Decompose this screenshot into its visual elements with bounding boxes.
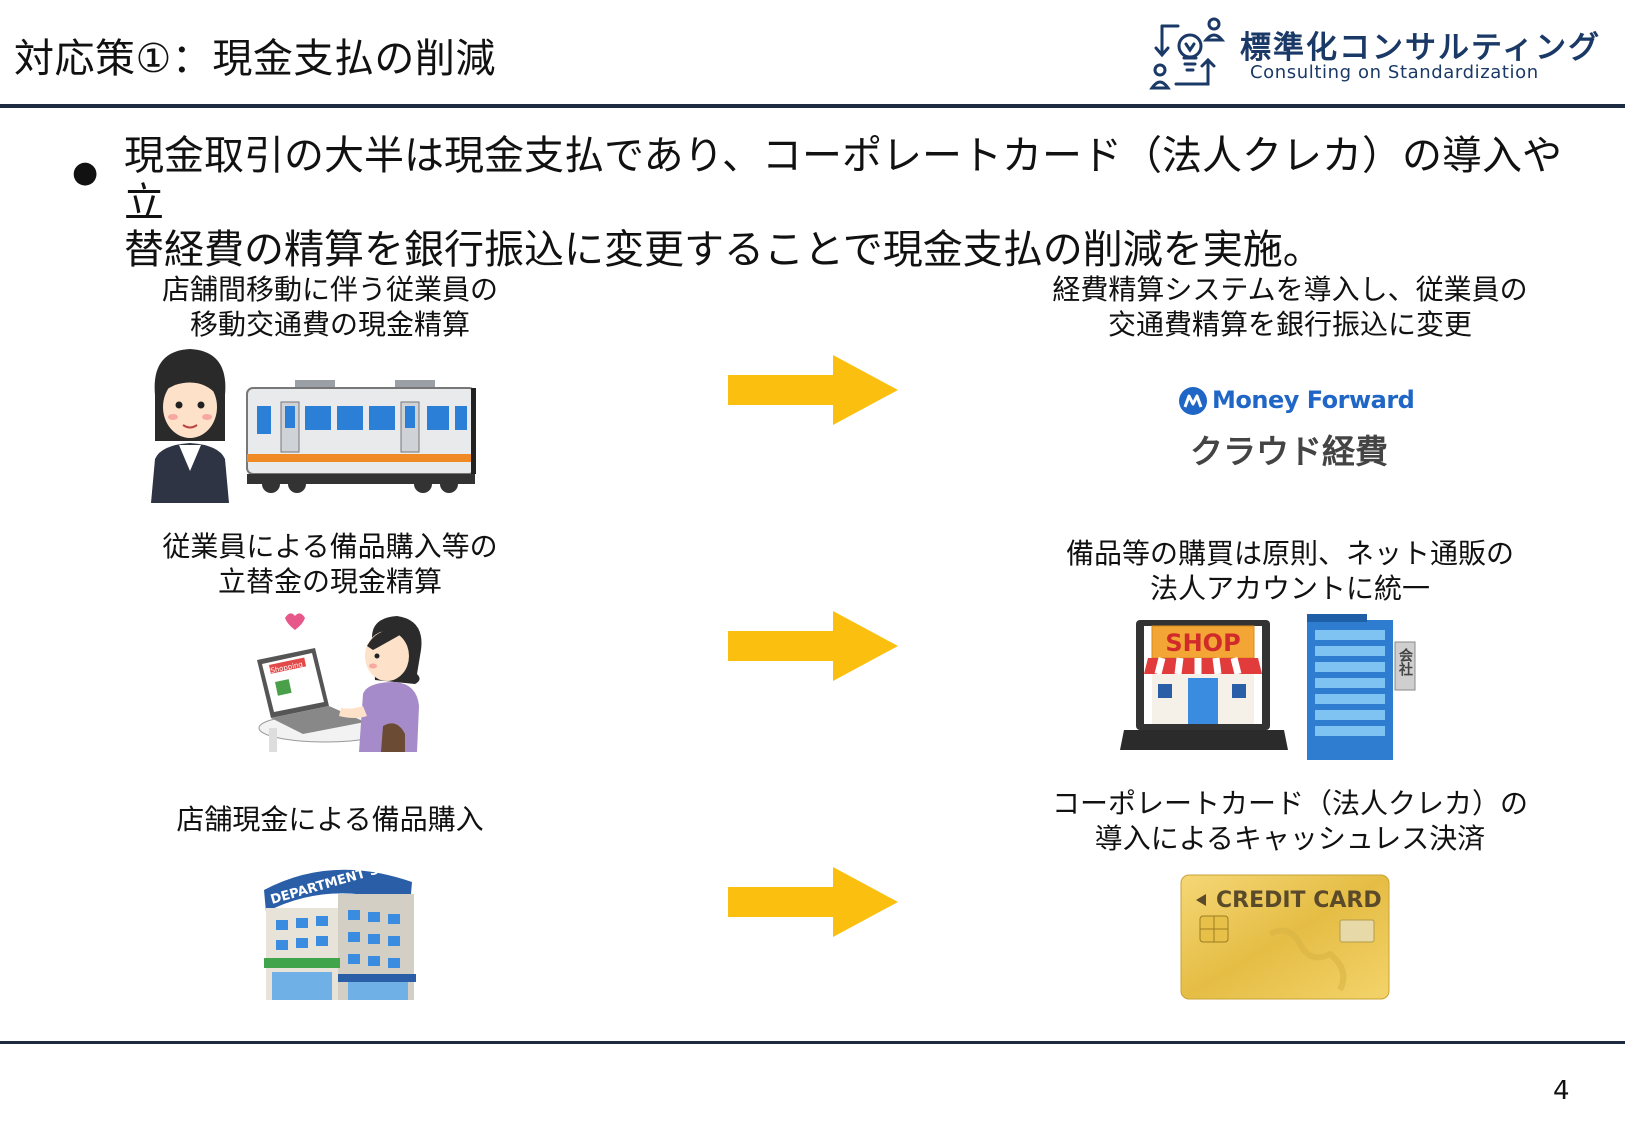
company-building-icon: 会社 — [1307, 614, 1416, 760]
company-logo: 標準化コンサルティング Consulting on Standardizatio… — [1148, 14, 1618, 96]
money-forward-brand: Money Forward — [1212, 386, 1415, 414]
laptop-shop-icon: SHOP — [1120, 620, 1288, 750]
row1-before-line2: 移動交通費の現金精算 — [189, 308, 470, 341]
money-forward-logo: Money Forward クラウド経費 — [1170, 380, 1415, 471]
row3-before-label: 店舗現金による備品購入 — [130, 802, 530, 837]
lightbulb-people-icon — [1149, 17, 1226, 90]
train-icon — [246, 380, 476, 493]
row1-after-line1: 経費精算システムを導入し、従業員の — [1052, 273, 1528, 306]
header-divider — [0, 104, 1625, 108]
company-sign-text: 会社 — [1397, 647, 1414, 677]
arrow-right-icon — [728, 355, 898, 425]
row3-before-line1: 店舗現金による備品購入 — [176, 803, 484, 836]
row3-after-line1: コーポレートカード（法人クレカ）の — [1051, 787, 1528, 820]
row1-after-line2: 交通費精算を銀行振込に変更 — [1107, 308, 1472, 341]
slide-title: 対応策①：現金支払の削減 — [14, 36, 496, 82]
arrow-right-icon — [728, 867, 898, 937]
row2-after-line1: 備品等の購買は原則、ネット通販の — [1065, 537, 1514, 570]
arrow-right-icon — [728, 611, 898, 681]
department-store-icon: DEPARTMENT STORE — [264, 854, 418, 1000]
bullet-text: 現金取引の大半は現金支払であり、コーポレートカード（法人クレカ）の導入や立 替経… — [124, 133, 1564, 274]
bullet-line-1: 現金取引の大半は現金支払であり、コーポレートカード（法人クレカ）の導入や立 — [124, 133, 1562, 226]
row2-before-line2: 立替金の現金精算 — [217, 565, 442, 598]
row2-before-line1: 従業員による備品購入等の — [162, 530, 498, 563]
row1-after-label: 経費精算システムを導入し、従業員の 交通費精算を銀行振込に変更 — [1040, 272, 1540, 342]
bullet-line-2: 替経費の精算を銀行振込に変更することで現金支払の削減を実施。 — [124, 227, 1323, 273]
page-number: 4 — [1553, 1076, 1570, 1106]
logo-name-en: Consulting on Standardization — [1250, 62, 1539, 83]
row3-after-label: コーポレートカード（法人クレカ）の 導入によるキャッシュレス決済 — [1040, 786, 1540, 856]
office-worker-woman-icon — [151, 349, 229, 503]
row2-after-line2: 法人アカウントに統一 — [1149, 572, 1430, 605]
bullet-dot: ● — [72, 155, 99, 190]
row2-after-label: 備品等の購買は原則、ネット通販の 法人アカウントに統一 — [1040, 536, 1540, 606]
row2-before-label: 従業員による備品購入等の 立替金の現金精算 — [130, 529, 530, 599]
logo-name-jp: 標準化コンサルティング — [1240, 30, 1602, 66]
row1-before-label: 店舗間移動に伴う従業員の 移動交通費の現金精算 — [130, 272, 530, 342]
row1-before-line1: 店舗間移動に伴う従業員の — [161, 273, 498, 306]
money-forward-product: クラウド経費 — [1190, 432, 1388, 471]
row3-after-line2: 導入によるキャッシュレス決済 — [1094, 822, 1486, 855]
online-shopping-woman-icon: Shopping — [257, 613, 422, 752]
shop-sign-text: SHOP — [1165, 629, 1240, 657]
credit-card-label: CREDIT CARD — [1216, 888, 1382, 913]
credit-card-icon: CREDIT CARD — [1180, 874, 1390, 1000]
footer-divider — [0, 1041, 1625, 1044]
money-forward-mark-icon — [1179, 387, 1207, 415]
